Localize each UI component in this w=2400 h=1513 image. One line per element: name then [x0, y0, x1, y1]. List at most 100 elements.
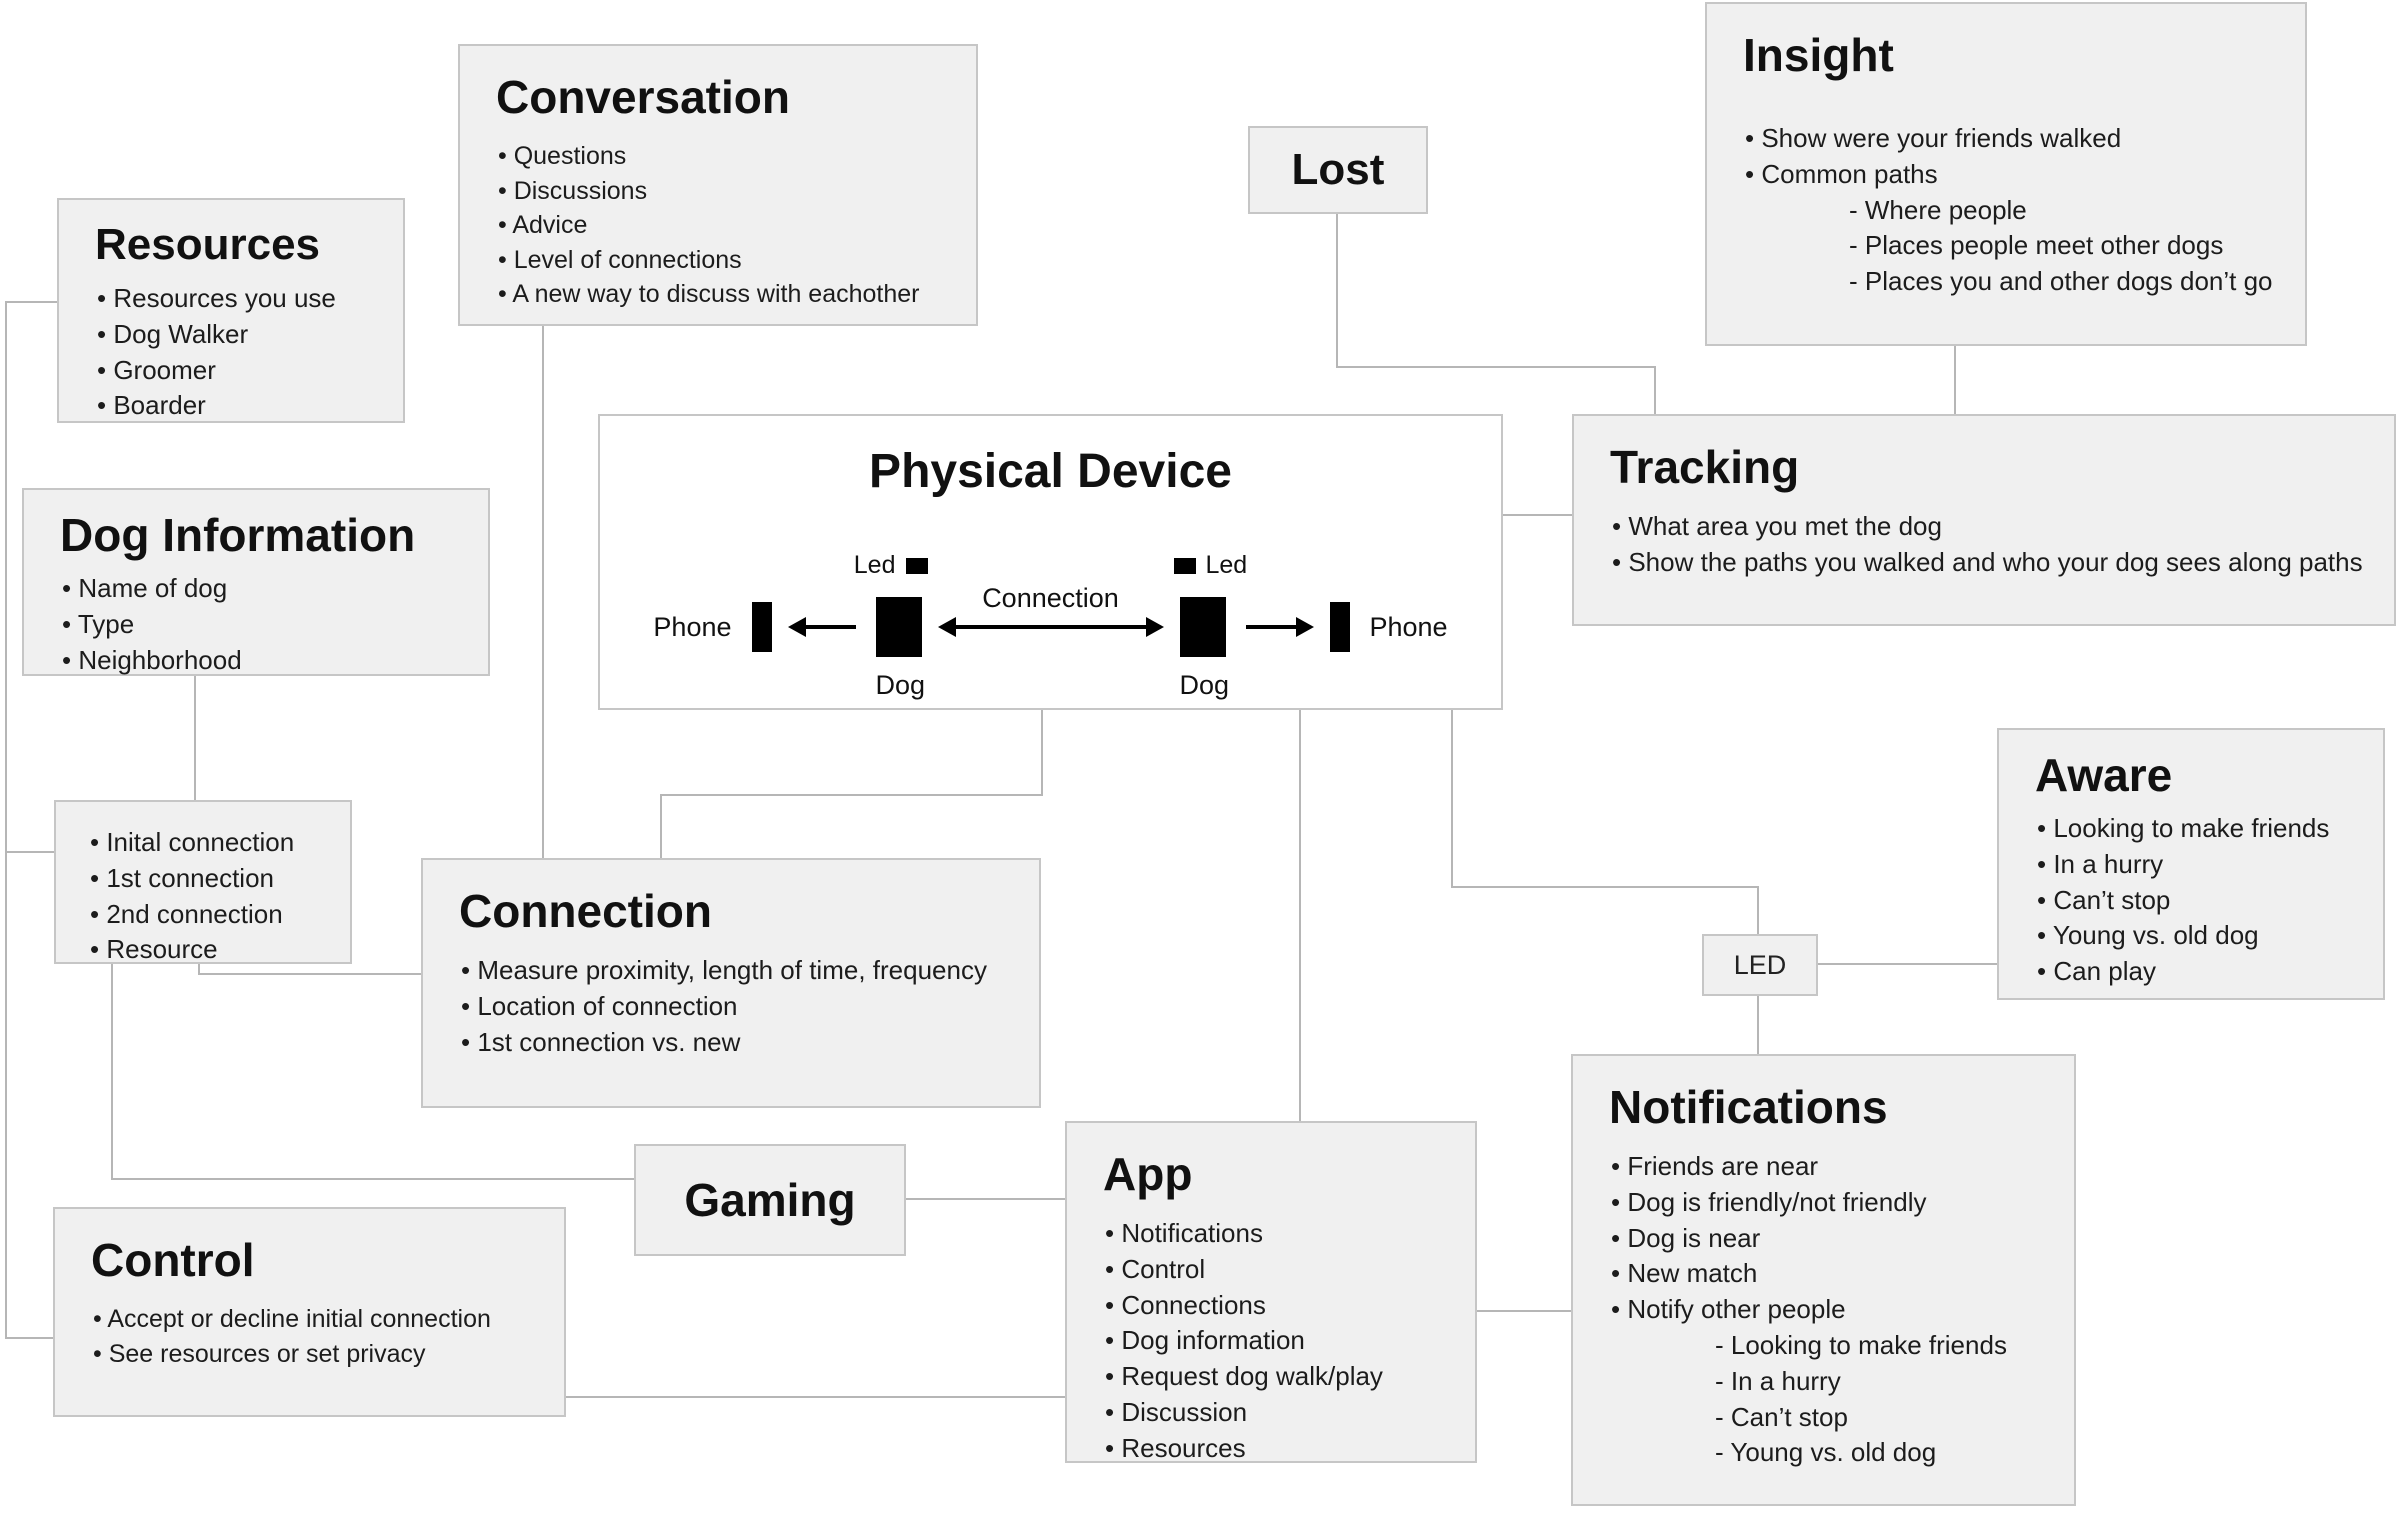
- bullet-item: Notify other people: [1611, 1293, 2050, 1327]
- connector-line: [660, 794, 1043, 796]
- phone-rect-icon: [1329, 602, 1350, 652]
- connector-line: [1477, 1310, 1572, 1312]
- led-square-icon: [905, 557, 928, 574]
- bullet-item: Boarder: [97, 389, 379, 423]
- connector-line: [1451, 710, 1453, 888]
- node-dog-information: Dog Information Name of dogTypeNeighborh…: [22, 488, 490, 676]
- bullet-item: Advice: [498, 209, 952, 242]
- bullet-item: Places people meet other dogs: [1745, 229, 2281, 263]
- bullet-item: Resources: [1105, 1432, 1451, 1466]
- connector-line: [1451, 886, 1759, 888]
- node-title: Gaming: [684, 1174, 856, 1226]
- bullet-list: NotificationsControlConnectionsDog infor…: [1067, 1217, 1475, 1466]
- bullet-item: New match: [1611, 1257, 2050, 1291]
- connector-line: [1757, 886, 1759, 936]
- connector-line: [906, 1198, 1066, 1200]
- bullet-list: Show were your friends walkedCommon path…: [1707, 122, 2305, 299]
- bullet-item: Name of dog: [62, 572, 464, 606]
- bullet-item: Groomer: [97, 354, 379, 388]
- bullet-item: Notifications: [1105, 1217, 1451, 1251]
- bullet-item: Common paths: [1745, 158, 2281, 192]
- bullet-list: QuestionsDiscussionsAdviceLevel of conne…: [460, 140, 976, 311]
- bullet-item: A new way to discuss with eachother: [498, 278, 952, 311]
- dog-rect-icon: [1179, 597, 1226, 657]
- node-aware: Aware Looking to make friendsIn a hurryC…: [1997, 728, 2385, 1000]
- connector-line: [1336, 366, 1656, 368]
- bullet-item: 1st connection vs. new: [461, 1026, 1015, 1060]
- connector-line: [1954, 346, 1956, 416]
- bullet-item: Questions: [498, 140, 952, 173]
- phone-label: Phone: [1369, 611, 1448, 642]
- bullet-list: Inital connection1st connection2nd conne…: [56, 826, 350, 967]
- bullet-item: Dog is near: [1611, 1222, 2050, 1256]
- bullet-item: Looking to make friends: [2037, 812, 2359, 846]
- bullet-item: Dog information: [1105, 1324, 1451, 1358]
- node-notifications: Notifications Friends are nearDog is fri…: [1571, 1054, 2076, 1506]
- node-resources: Resources Resources you useDog WalkerGro…: [57, 198, 405, 423]
- bullet-item: Discussion: [1105, 1396, 1451, 1430]
- bullet-item: Resource: [90, 933, 326, 967]
- phone-label: Phone: [653, 611, 732, 642]
- connector-line: [660, 794, 662, 860]
- bullet-item: Places you and other dogs don’t go: [1745, 265, 2281, 299]
- node-connection: Connection Measure proximity, length of …: [421, 858, 1041, 1108]
- node-title: Dog Information: [60, 509, 416, 561]
- connection-label: Connection: [982, 583, 1119, 613]
- node-app: App NotificationsControlConnectionsDog i…: [1065, 1121, 1477, 1463]
- bullet-item: Show were your friends walked: [1745, 122, 2281, 156]
- bullet-item: Location of connection: [461, 990, 1015, 1024]
- bullet-list: What area you met the dogShow the paths …: [1574, 510, 2394, 580]
- double-arrow-icon: [941, 625, 1160, 629]
- bullet-item: Control: [1105, 1253, 1451, 1287]
- connector-line: [198, 973, 423, 975]
- node-led: LED: [1702, 934, 1818, 996]
- node-insight: Insight Show were your friends walkedCom…: [1705, 2, 2307, 346]
- connector-line: [1654, 366, 1656, 416]
- node-control: Control Accept or decline initial connec…: [53, 1207, 566, 1417]
- bullet-item: Request dog walk/play: [1105, 1360, 1451, 1394]
- connector-line: [111, 964, 113, 1180]
- node-lost: Lost: [1248, 126, 1428, 214]
- connector-line: [198, 964, 200, 975]
- node-title: LED: [1733, 949, 1787, 980]
- bullet-item: 1st connection: [90, 862, 326, 896]
- node-title: Conversation: [496, 71, 790, 123]
- bullet-item: Young vs. old dog: [2037, 919, 2359, 953]
- bullet-item: Connections: [1105, 1289, 1451, 1323]
- bullet-item: Can play: [2037, 955, 2359, 989]
- led-label: Led: [1205, 551, 1248, 579]
- bullet-item: Level of connections: [498, 244, 952, 277]
- led-indicator: Led: [854, 551, 928, 580]
- bullet-item: In a hurry: [2037, 848, 2359, 882]
- bullet-item: See resources or set privacy: [93, 1338, 554, 1371]
- bullet-item: Measure proximity, length of time, frequ…: [461, 954, 1015, 988]
- bullet-item: 2nd connection: [90, 898, 326, 932]
- arrow-right-icon: [1245, 625, 1310, 629]
- connector-line: [1041, 710, 1043, 796]
- phone-rect-icon: [751, 602, 772, 652]
- device-diagram: Phone Led Dog Connection Led: [600, 551, 1501, 700]
- bullet-item: Where people: [1745, 194, 2281, 228]
- node-title: Aware: [2035, 749, 2173, 801]
- connector-line: [1336, 214, 1338, 368]
- node-title: Tracking: [1610, 441, 1800, 493]
- connector-line: [1818, 963, 1998, 965]
- bullet-list: Accept or decline initial connectionSee …: [55, 1303, 564, 1370]
- bullet-item: What area you met the dog: [1612, 510, 2370, 544]
- bullet-list: Resources you useDog WalkerGroomerBoarde…: [59, 282, 403, 423]
- dog-label: Dog: [875, 670, 926, 700]
- node-physical-device: Physical Device Phone Led Dog Connection: [598, 414, 1503, 710]
- bullet-list: Friends are nearDog is friendly/not frie…: [1573, 1150, 2074, 1470]
- connector-line: [542, 326, 544, 860]
- bullet-list: Measure proximity, length of time, frequ…: [423, 954, 1039, 1059]
- dog-device-left: Led Dog: [854, 551, 928, 700]
- bullet-item: Discussions: [498, 175, 952, 208]
- node-title: Control: [91, 1234, 255, 1286]
- arrow-left-icon: [791, 625, 856, 629]
- bullet-item: Inital connection: [90, 826, 326, 860]
- connector-line: [1299, 710, 1301, 1123]
- bullet-item: Friends are near: [1611, 1150, 2050, 1184]
- dog-device-right: Led Dog: [1173, 551, 1247, 700]
- dog-label: Dog: [1179, 670, 1230, 700]
